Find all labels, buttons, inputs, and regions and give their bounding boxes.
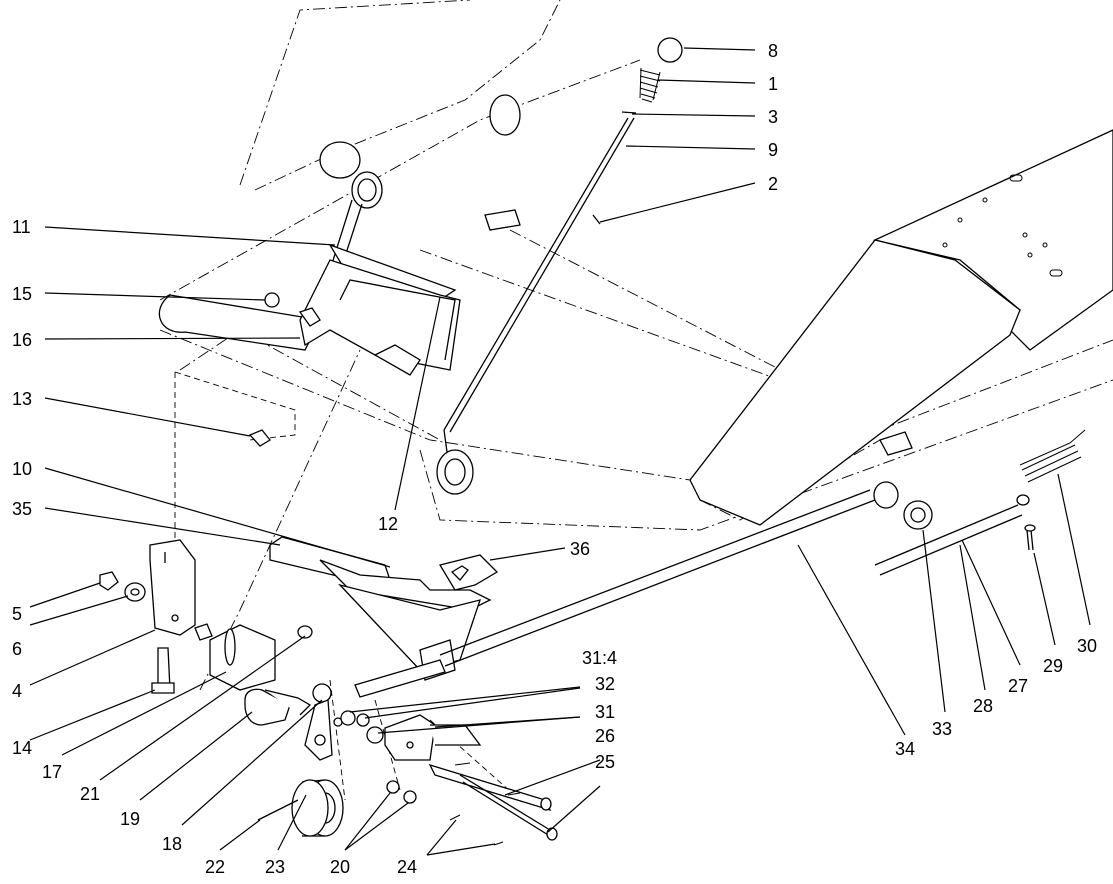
callout-23: 23 (265, 857, 285, 877)
callout-35: 35 (12, 499, 32, 519)
leader-lines (29, 47, 1091, 856)
frame-pivot (158, 94, 913, 495)
callout-1: 1 (768, 74, 778, 94)
callout-11: 11 (12, 217, 31, 237)
callout-12: 12 (378, 514, 398, 534)
callout-10: 10 (12, 459, 32, 479)
callout-2: 2 (768, 174, 778, 194)
callout-17: 17 (42, 762, 62, 782)
callout-31: 31 (595, 702, 615, 722)
callout-28: 28 (973, 696, 993, 716)
callout-32: 32 (595, 674, 615, 694)
callout-30: 30 (1077, 636, 1097, 656)
callout-34: 34 (895, 739, 915, 759)
callout-15: 15 (12, 284, 32, 304)
callout-9: 9 (768, 140, 778, 160)
callout-36: 36 (570, 539, 590, 559)
callout-27: 27 (1008, 676, 1028, 696)
right-linkage (874, 429, 1086, 576)
callout-14: 14 (12, 738, 32, 758)
callout-20: 20 (330, 857, 350, 877)
callout-16: 16 (12, 330, 32, 350)
callout-21: 21 (80, 784, 100, 804)
callout-13: 13 (12, 389, 32, 409)
callout-25: 25 (595, 752, 615, 772)
foot-pedal (99, 536, 499, 694)
callout-4: 4 (12, 681, 22, 701)
callout-18: 18 (162, 834, 182, 854)
callout-22: 22 (205, 857, 225, 877)
callout-labels: 8 1 3 9 2 11 15 16 13 10 12 35 36 5 6 4 … (12, 41, 1097, 877)
spring-1 (639, 67, 661, 103)
callout-6: 6 (12, 639, 22, 659)
callout-19: 19 (120, 809, 140, 829)
control-rod-assembly (443, 37, 683, 453)
callout-5: 5 (12, 604, 22, 624)
callout-29: 29 (1043, 656, 1063, 676)
callout-33: 33 (932, 719, 952, 739)
callout-8: 8 (768, 41, 778, 61)
long-rod-34 (354, 481, 933, 698)
callout-31-4: 31:4 (582, 648, 617, 668)
callout-26: 26 (595, 726, 615, 746)
callout-24: 24 (397, 857, 417, 877)
callout-3: 3 (768, 107, 778, 127)
frame-outline (159, 0, 1113, 801)
knob-ball (657, 37, 683, 63)
lower-linkage (244, 683, 558, 846)
hood-panel (689, 129, 1113, 526)
upper-bracket (248, 171, 461, 447)
